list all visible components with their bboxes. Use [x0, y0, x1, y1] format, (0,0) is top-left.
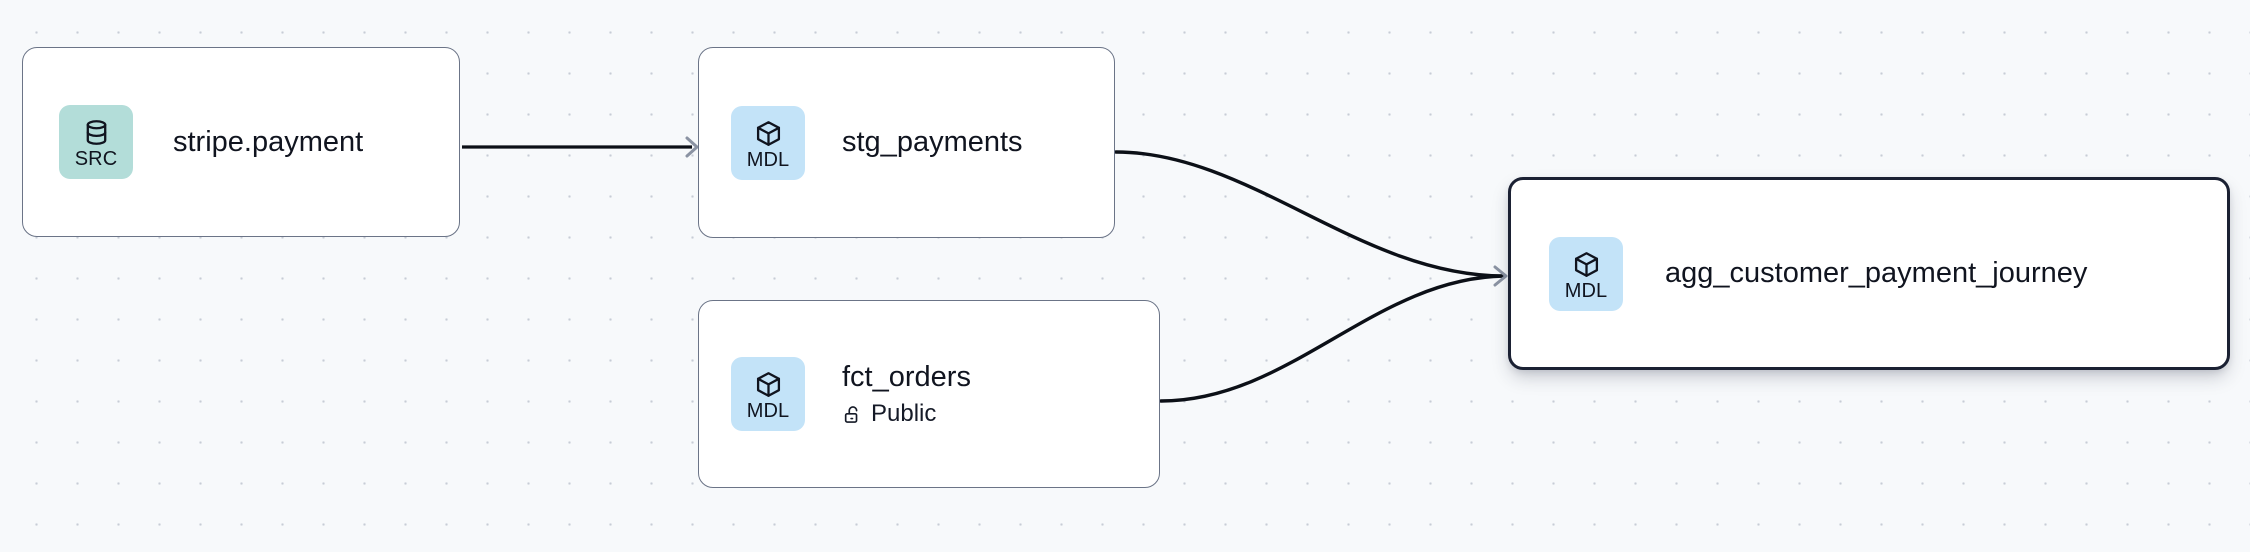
node-visibility-label: Public: [871, 400, 937, 427]
unlocked-padlock-icon: [842, 404, 863, 425]
cube-icon: [754, 370, 783, 399]
node-type-badge-mdl: MDL: [731, 357, 805, 431]
edge-stripe-to-stg: [462, 136, 699, 158]
cube-icon: [754, 119, 783, 148]
node-fct-orders[interactable]: MDL fct_orders Public: [698, 300, 1160, 488]
node-body: agg_customer_payment_journey: [1665, 256, 2087, 291]
node-stg-payments[interactable]: MDL stg_payments: [698, 47, 1115, 238]
node-body: stg_payments: [842, 125, 1023, 160]
node-body: stripe.payment: [173, 125, 363, 160]
node-type-badge-mdl: MDL: [1549, 236, 1623, 311]
node-agg-customer-payment-journey[interactable]: MDL agg_customer_payment_journey: [1508, 177, 2230, 370]
node-visibility: Public: [842, 400, 971, 428]
node-type-badge-mdl: MDL: [731, 105, 805, 180]
edge-arrowhead-into-agg: [1493, 265, 1508, 287]
node-body: fct_orders Public: [842, 360, 971, 428]
node-title: stripe.payment: [173, 125, 364, 158]
edge-stg-to-agg: [1114, 150, 1506, 278]
node-title: agg_customer_payment_journey: [1665, 257, 2088, 289]
badge-label: MDL: [746, 148, 790, 171]
node-title: fct_orders: [842, 361, 971, 393]
badge-label: SRC: [74, 148, 118, 170]
cube-icon: [1572, 250, 1601, 279]
node-type-badge-src: SRC: [59, 105, 133, 179]
node-title: stg_payments: [842, 126, 1023, 158]
badge-label: MDL: [746, 400, 790, 422]
node-stripe-payment[interactable]: SRC stripe.payment: [22, 47, 460, 237]
badge-label: MDL: [1564, 279, 1608, 302]
database-icon: [82, 118, 111, 147]
edge-fct-to-agg: [1159, 274, 1506, 403]
